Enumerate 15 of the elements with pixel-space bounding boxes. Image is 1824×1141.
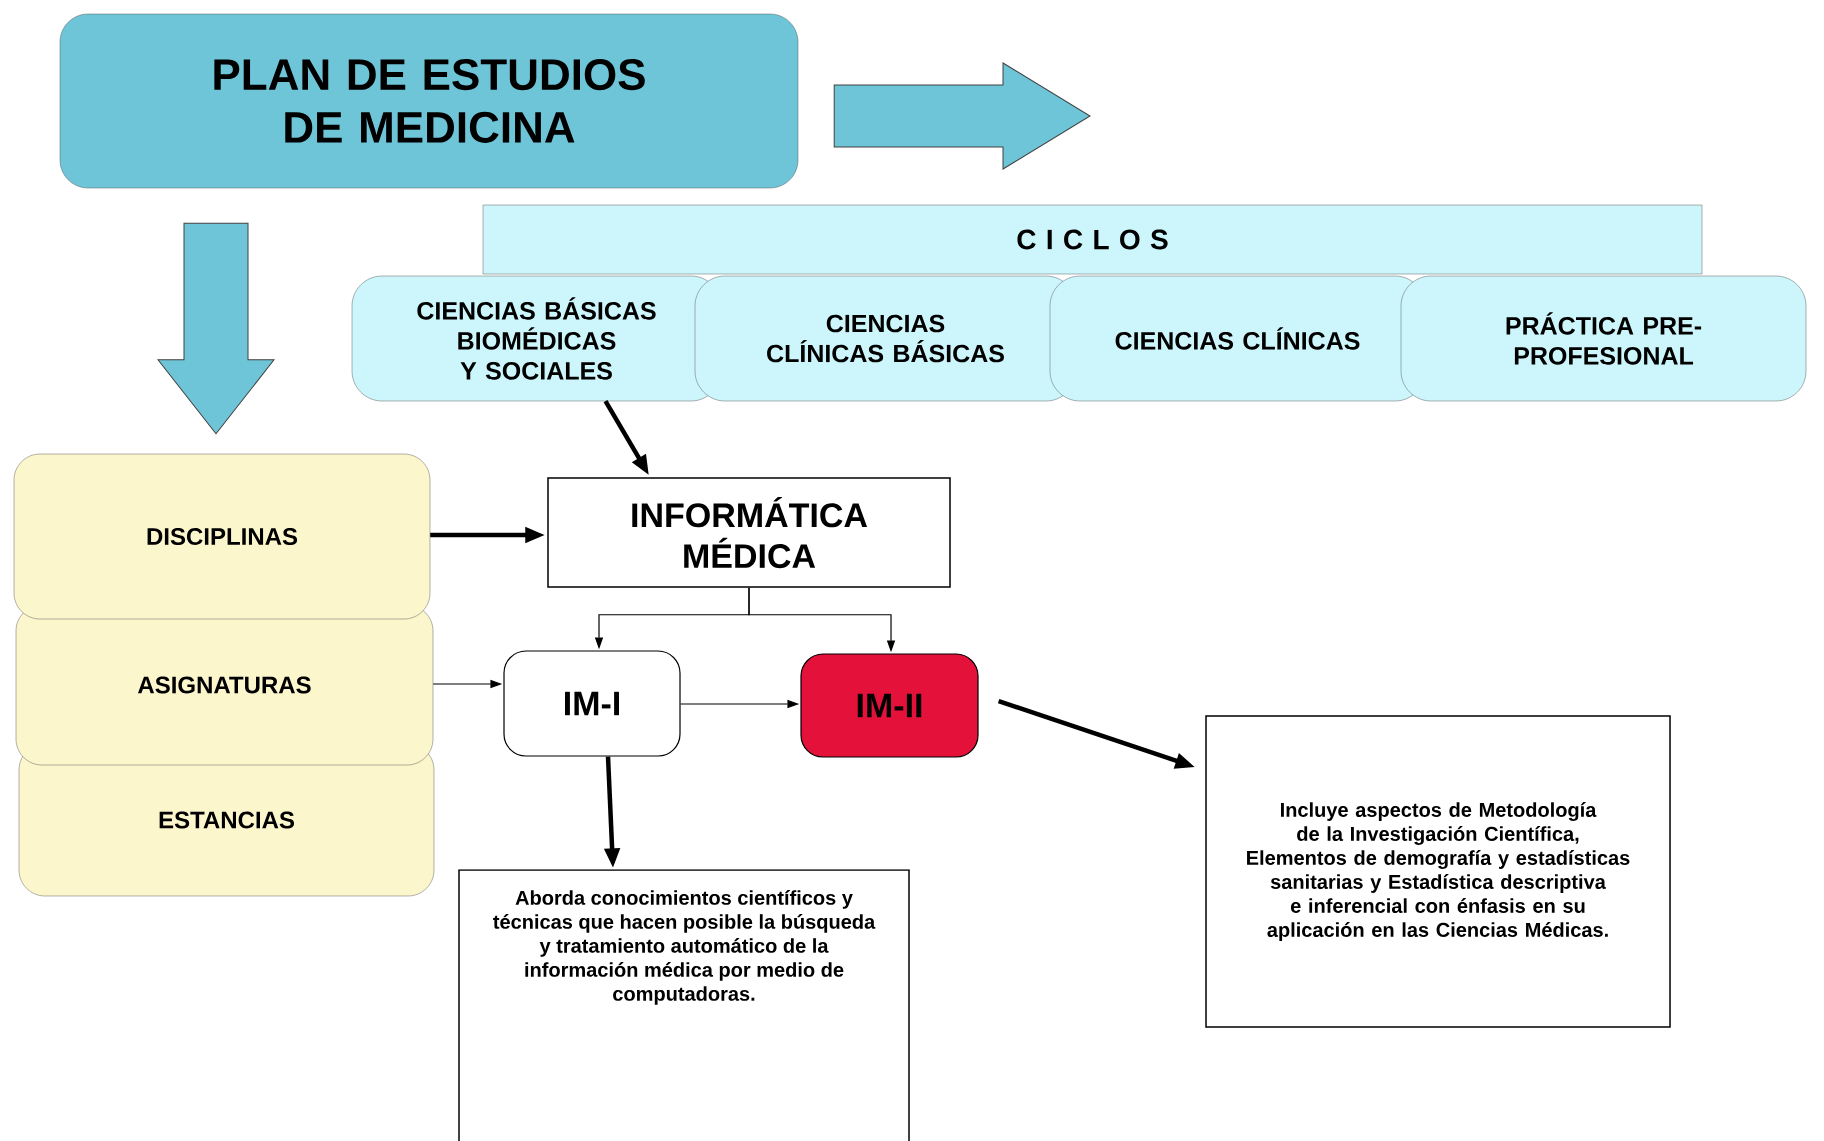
block-arrow xyxy=(157,222,275,435)
course-box: IM-I xyxy=(503,650,681,757)
category-box: ASIGNATURAS xyxy=(15,604,434,766)
cycle-box: CIENCIAS BÁSICAS BIOMÉDICAS Y SOCIALES xyxy=(351,275,722,402)
category-box: DISCIPLINAS xyxy=(13,453,431,620)
cycle-box: PRÁCTICA PRE-PROFESIONAL xyxy=(1400,275,1807,402)
cycle-band: C I C L O S xyxy=(482,204,1703,275)
description-box: Aborda conocimientos científicos y técnicas que hacen posible la búsqueda y tratamiento automático de la información médica por medio de computadoras. xyxy=(458,869,910,1141)
description-box: Incluye aspectos de Metodología de la Investigación Científica, Elementos de demografía y estadísticas sanitarias y Estadística descriptiva e inferencial con énfasis en su aplicación en las Ciencias Médicas. xyxy=(1205,715,1671,1028)
subject-box: INFORMÁTICA MÉDICA xyxy=(547,477,951,588)
block-arrow xyxy=(833,62,1091,170)
course-box: IM-II xyxy=(800,653,979,758)
cycle-box: CIENCIAS CLÍNICAS BÁSICAS xyxy=(694,275,1077,402)
cycle-box: CIENCIAS CLÍNICAS xyxy=(1049,275,1426,402)
title-box: PLAN DE ESTUDIOS DE MEDICINA xyxy=(59,13,799,189)
